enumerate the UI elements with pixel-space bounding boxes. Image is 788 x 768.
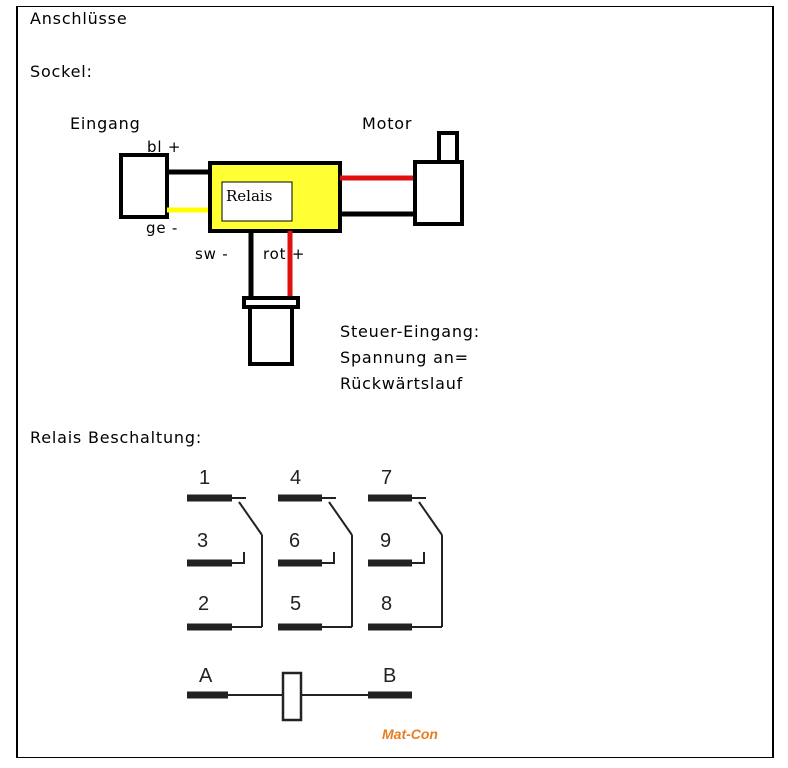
wire-red-label: rot +: [263, 245, 306, 263]
brand-logo: Mat-Con: [382, 726, 438, 742]
lead-6: [322, 552, 335, 564]
socket-label: Sockel:: [30, 62, 93, 81]
relay-label: Relais: [226, 187, 273, 205]
page-heading: Anschlüsse: [30, 9, 128, 28]
pin-8: 8: [381, 593, 392, 615]
relay-wiring-label: Relais Beschaltung:: [30, 428, 203, 447]
pin-5: 5: [290, 593, 301, 615]
wire-blue-label: bl +: [147, 138, 182, 156]
pin-B: B: [383, 665, 396, 687]
motor-tab: [437, 131, 459, 164]
relay-coil: [281, 671, 303, 722]
pin-3: 3: [197, 530, 208, 552]
control-input-line-2: Spannung an=: [340, 348, 469, 367]
lead-9: [412, 552, 425, 564]
input-connector: [119, 153, 169, 219]
contact-arm-7: [418, 501, 443, 536]
pin-A: A: [199, 665, 213, 687]
pin-6: 6: [289, 530, 300, 552]
pin-1: 1: [199, 467, 210, 489]
relay-label-box: [221, 181, 293, 222]
control-input-line-1: Steuer-Eingang:: [340, 322, 480, 341]
motor-label: Motor: [362, 114, 413, 133]
page-frame: [16, 6, 774, 758]
control-connector: [248, 305, 294, 366]
pin-4: 4: [290, 467, 301, 489]
wire-yellow-label: ge -: [146, 219, 179, 237]
pin-2: 2: [198, 593, 209, 615]
lead-3: [232, 552, 245, 564]
input-label: Eingang: [70, 114, 141, 133]
control-input-line-3: Rückwärtslauf: [340, 374, 464, 393]
contact-arm-4: [328, 501, 353, 536]
motor-connector: [413, 160, 464, 226]
pin-7: 7: [381, 467, 392, 489]
pin-9: 9: [380, 530, 391, 552]
wire-black-label: sw -: [195, 245, 229, 263]
contact-arm-1: [238, 501, 263, 536]
